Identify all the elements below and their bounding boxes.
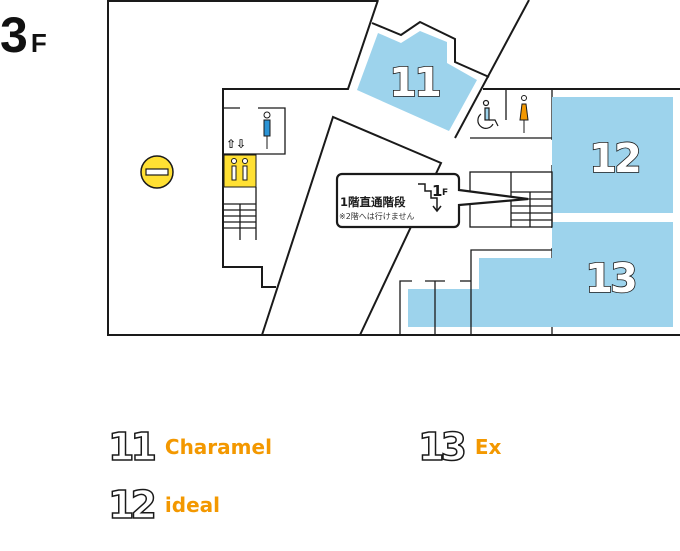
stairs-icon	[223, 187, 257, 240]
legend-number: 11	[107, 424, 157, 470]
callout-note: ※2階へは行けません	[339, 211, 415, 221]
floor-number: 3	[0, 7, 28, 63]
shop-11[interactable]	[357, 31, 477, 131]
legend-name: Ex	[474, 435, 502, 459]
legend-item[interactable]: 11 Charamel	[107, 424, 272, 470]
callout-floor-unit: F	[442, 188, 448, 198]
shop-13[interactable]	[408, 222, 673, 327]
escalator-arrows-icon: ⇧⇩	[226, 137, 246, 151]
wall	[399, 280, 412, 335]
wall	[454, 0, 530, 139]
stairs-down-icon	[418, 183, 438, 210]
shop-13-label: 13	[585, 256, 635, 302]
shop-12-label: 12	[589, 136, 639, 182]
wall	[470, 249, 552, 335]
left-block-wall	[222, 0, 379, 288]
legend-name: ideal	[164, 493, 220, 517]
shop-12[interactable]	[552, 97, 673, 213]
callout-title: 1階直通階段	[340, 195, 406, 209]
legend-item[interactable]: 13 Ex	[417, 424, 502, 470]
shop-11-label: 11	[389, 60, 440, 106]
mens-restroom-icon	[263, 111, 271, 149]
map-frame	[107, 0, 680, 336]
womens-restroom-icon	[519, 95, 529, 133]
legend-name: Charamel	[164, 435, 272, 459]
floor-unit: F	[30, 28, 47, 58]
callout-floor: 1	[432, 182, 442, 200]
wall	[223, 107, 286, 155]
stairs-callout: 1階直通階段 ※2階へは行けません 1 F	[335, 172, 529, 229]
accessible-restroom-icon	[477, 99, 499, 129]
legend-number: 13	[417, 424, 467, 470]
elevator-icon	[223, 154, 257, 188]
legend-item[interactable]: 12 ideal	[107, 482, 220, 528]
middle-block-wall	[261, 115, 443, 336]
no-entry-icon	[140, 155, 174, 189]
legend-number: 12	[107, 482, 157, 528]
wall	[371, 20, 490, 78]
